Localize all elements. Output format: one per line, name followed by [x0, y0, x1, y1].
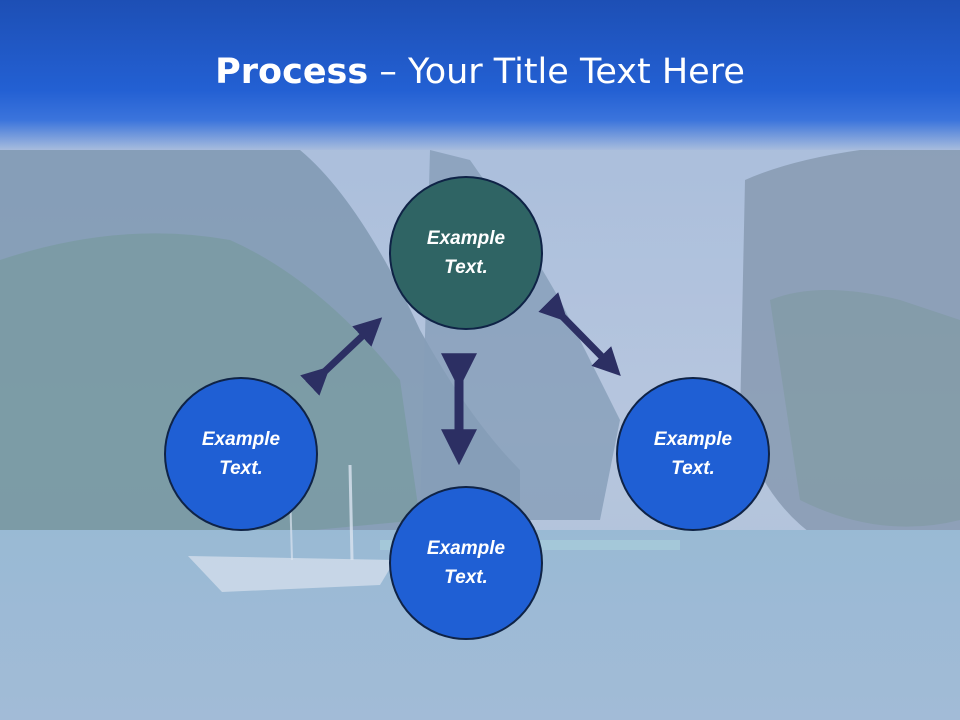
slide-title: Process – Your Title Text Here — [0, 52, 960, 92]
header-band — [0, 0, 960, 150]
process-node-bottom: Example Text. — [389, 486, 543, 640]
process-node-left: Example Text. — [164, 377, 318, 531]
arrow-top-right — [538, 292, 621, 376]
title-bold: Process — [215, 52, 369, 92]
node-left-label: Example Text. — [201, 429, 281, 479]
node-top-label: Example Text. — [426, 228, 506, 278]
process-node-right: Example Text. — [616, 377, 770, 531]
node-right-label: Example Text. — [653, 429, 733, 479]
title-rest: – Your Title Text Here — [368, 52, 745, 92]
arrow-top-left — [300, 317, 383, 396]
node-bottom-label: Example Text. — [426, 538, 506, 588]
process-node-top: Example Text. — [389, 176, 543, 330]
